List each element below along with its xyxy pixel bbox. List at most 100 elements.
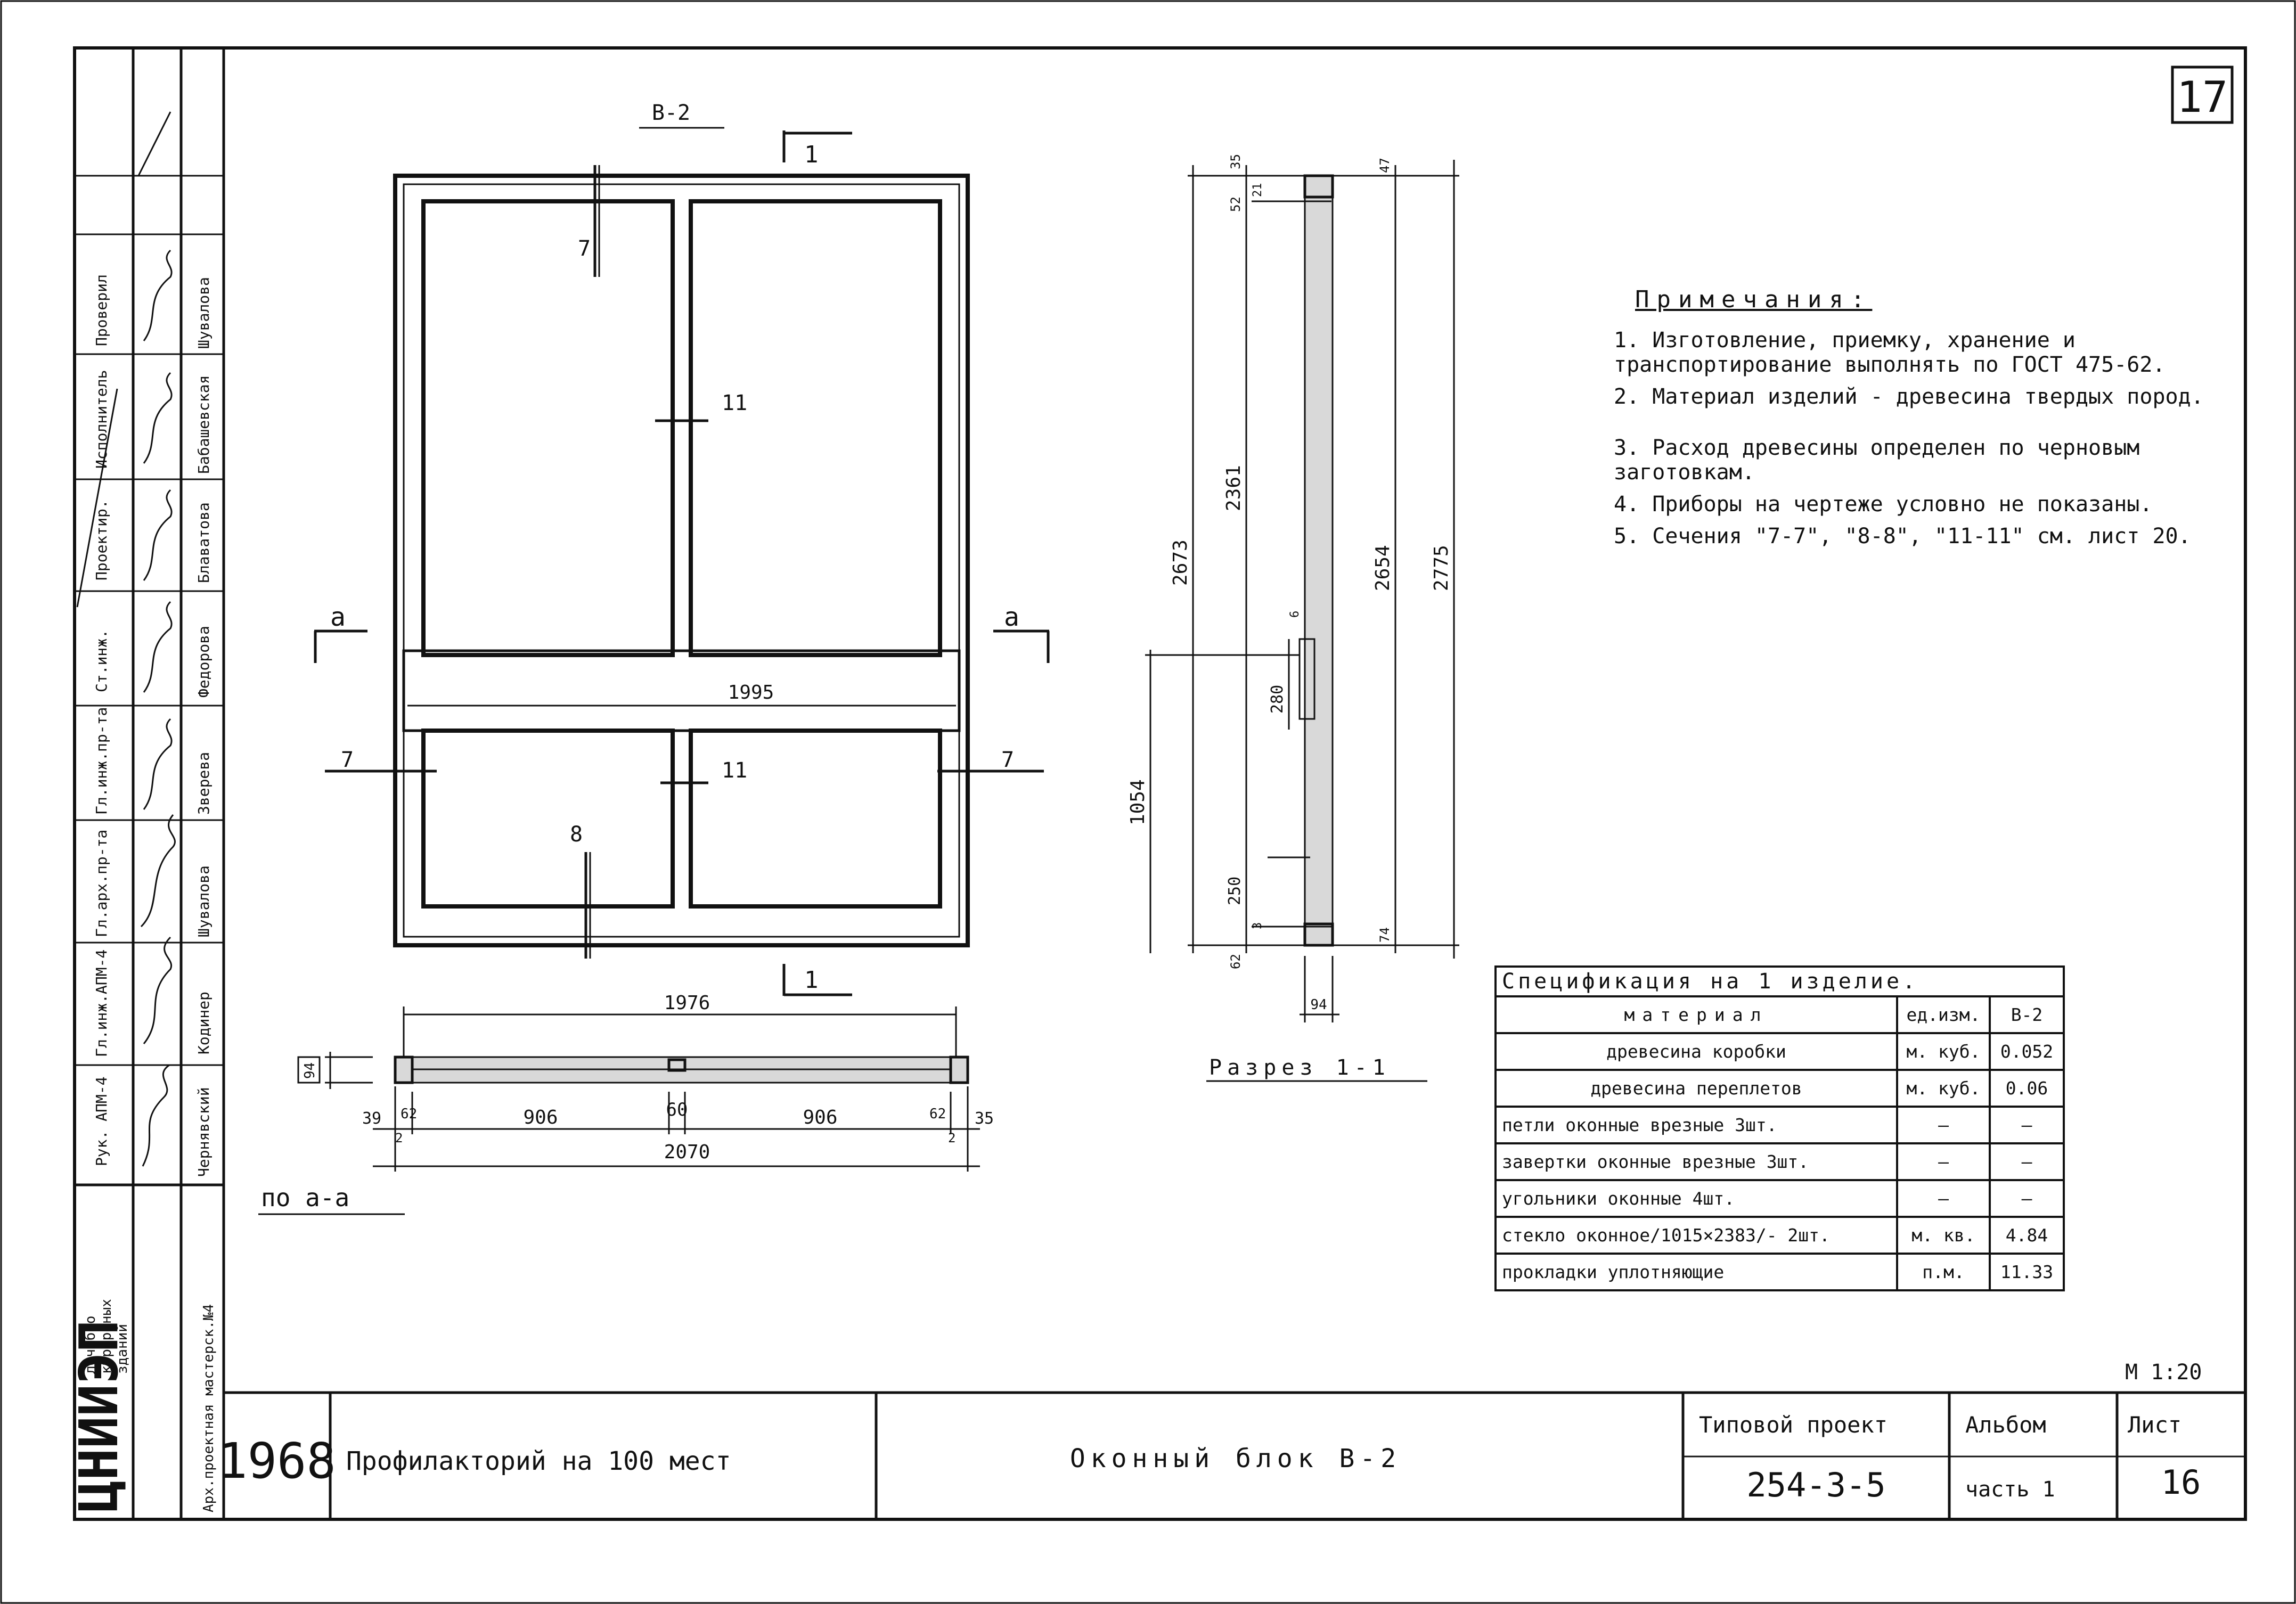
table-row: завертки оконные врезные 3шт. — — (1494, 1142, 2065, 1181)
project-code: 254-3-5 (1746, 1466, 1885, 1504)
org-desc-2: курортных (99, 1299, 115, 1374)
note-2: 2. Материал изделий - древесина твердых … (1614, 384, 2204, 409)
dim-tick-left: 2 (395, 1131, 403, 1145)
typical-project-label: Типовой проект (1699, 1412, 1888, 1438)
frame-outer (393, 174, 970, 947)
spec-row-name: завертки оконные врезные 3шт. (1494, 1142, 1898, 1181)
role-3: Гл.инж.пр-та (93, 707, 110, 815)
role-1: Гл.инж.АПМ-4 (93, 950, 110, 1057)
signature (140, 814, 176, 928)
spec-row-name: стекло оконное/1015×2383/- 2шт. (1494, 1216, 1898, 1255)
spec-row-unit: — (1896, 1106, 1991, 1144)
section-caption: Разрез 1-1 (1209, 1055, 1391, 1080)
signature (143, 601, 173, 693)
dim-rebate-right: 62 (929, 1106, 946, 1122)
signature (143, 718, 173, 810)
year: 1968 (218, 1433, 336, 1490)
dim-depth-plan: 94 (302, 1062, 318, 1079)
dim-inner-width: 1976 (664, 992, 710, 1014)
role-4: Ст.инж. (93, 629, 110, 692)
sash-upper-right (689, 199, 942, 657)
sheet-value: 16 (2161, 1463, 2201, 1502)
album-label: Альбом (1965, 1412, 2046, 1438)
name-7: Шувалова (195, 277, 213, 349)
signature (142, 1064, 170, 1167)
section-a-right: а (1004, 602, 1019, 632)
notes: Примечания: 1. Изготовление, приемку, хр… (1614, 288, 2242, 556)
scale-label: М 1:20 (2125, 1360, 2202, 1385)
spec-row-unit: — (1896, 1142, 1991, 1181)
sheet-number-box (2171, 66, 2234, 124)
org-name: ЦНИИЭП (68, 1320, 130, 1512)
table-row: стекло оконное/1015×2383/- 2шт. м. кв. 4… (1494, 1216, 2065, 1255)
org-desc-3: зданий (115, 1324, 130, 1374)
window-label: В-2 (652, 101, 690, 125)
dim-h-250: 250 (1225, 877, 1244, 905)
side-stamp: ЦНИИЭП лечебно курортных зданий Арх.прое… (68, 48, 225, 1519)
sash-lower-right (689, 729, 942, 909)
plan-view: 1976 94 39 62 2 906 60 906 62 2 35 2070 … (258, 992, 994, 1215)
dim-h-74: 74 (1377, 927, 1392, 943)
table-row: угольники оконные 4шт. — — (1494, 1179, 2065, 1218)
spec-row-name: древесина коробки (1494, 1032, 1898, 1071)
cut-7-right: 7 (1001, 748, 1014, 772)
spec-row-unit: м. куб. (1896, 1069, 1991, 1108)
org-desc-1: лечебно (83, 1315, 99, 1374)
spec-row-value: — (1989, 1142, 2065, 1181)
spec-col-unit: ед.изм. (1896, 995, 1991, 1034)
role-0: Рук. АПМ-4 (93, 1076, 110, 1166)
dim-transom-width: 1995 (728, 682, 774, 703)
name-4: Федорова (195, 626, 213, 698)
section-profile (1304, 175, 1334, 946)
title-block: 1968 Профилакторий на 100 мест Оконный б… (218, 1391, 2245, 1519)
drawing-title: Оконный блок В-2 (1070, 1444, 1401, 1474)
sheet-frame (73, 46, 2247, 1521)
table-row: древесина переплетов м. куб. 0.06 (1494, 1069, 2065, 1108)
name-1: Кодинер (195, 992, 213, 1054)
project-name: Профилакторий на 100 мест (346, 1446, 731, 1476)
notes-title: Примечания: (1635, 286, 1873, 313)
table-row: древесина коробки м. куб. 0.052 (1494, 1032, 2065, 1071)
spec-row-name: прокладки уплотняющие (1494, 1253, 1898, 1291)
spec-col-item: В-2 (1989, 995, 2065, 1034)
cut-11-upper: 11 (722, 391, 747, 415)
cut-11-lower: 11 (722, 758, 747, 783)
table-row: прокладки уплотняющие п.м. 11.33 (1494, 1253, 2065, 1291)
spec-row-value: — (1989, 1179, 2065, 1218)
dim-h-280: 280 (1268, 685, 1287, 714)
spec-row-value: 11.33 (1989, 1253, 2065, 1291)
cut-7-left: 7 (341, 748, 354, 772)
name-2: Шувалова (195, 865, 213, 937)
dim-edge-right: 35 (975, 1109, 994, 1128)
section-1-1: 2673 2361 2654 2775 1054 280 250 52 35 2… (1127, 154, 1459, 1082)
note-4: 4. Приборы на чертеже условно не показан… (1614, 492, 2153, 517)
section-a-left: а (330, 602, 346, 632)
dim-h-6: 6 (1288, 611, 1302, 618)
dim-sash-left: 906 (523, 1107, 558, 1128)
dim-h-62: 62 (1228, 954, 1243, 969)
dim-tick-right: 2 (948, 1131, 955, 1145)
plan-caption: по а-а (261, 1183, 349, 1212)
name-0: Чернявский (195, 1087, 213, 1177)
cut-8: 8 (570, 822, 583, 847)
spec-col-material: материал (1494, 995, 1898, 1034)
name-6: Бабашевская (195, 375, 213, 474)
cut-7-top: 7 (578, 236, 591, 261)
dim-overall-width: 2070 (664, 1141, 710, 1163)
dim-h-21: 21 (1251, 183, 1264, 198)
name-3: Зверева (195, 752, 213, 815)
spec-title: Спецификация на 1 изделие. (1494, 965, 2065, 997)
transom (402, 649, 961, 732)
spec-row-value: 4.84 (1989, 1216, 2065, 1255)
spec-row-name: петли оконные врезные 3шт. (1494, 1106, 1898, 1144)
spec-row-value: 0.06 (1989, 1069, 2065, 1108)
album-value: часть 1 (1965, 1477, 2055, 1502)
dim-h-47: 47 (1377, 158, 1392, 173)
spec-table: Спецификация на 1 изделие. материал ед.и… (1494, 965, 2065, 1291)
role-7: Проверил (93, 274, 110, 346)
signature (143, 249, 173, 341)
window-elevation: В-2 1 1995 7 11 11 7 7 8 (314, 101, 1050, 996)
note-3: 3. Расход древесины определен по черновы… (1614, 436, 2140, 485)
signature (143, 372, 173, 464)
